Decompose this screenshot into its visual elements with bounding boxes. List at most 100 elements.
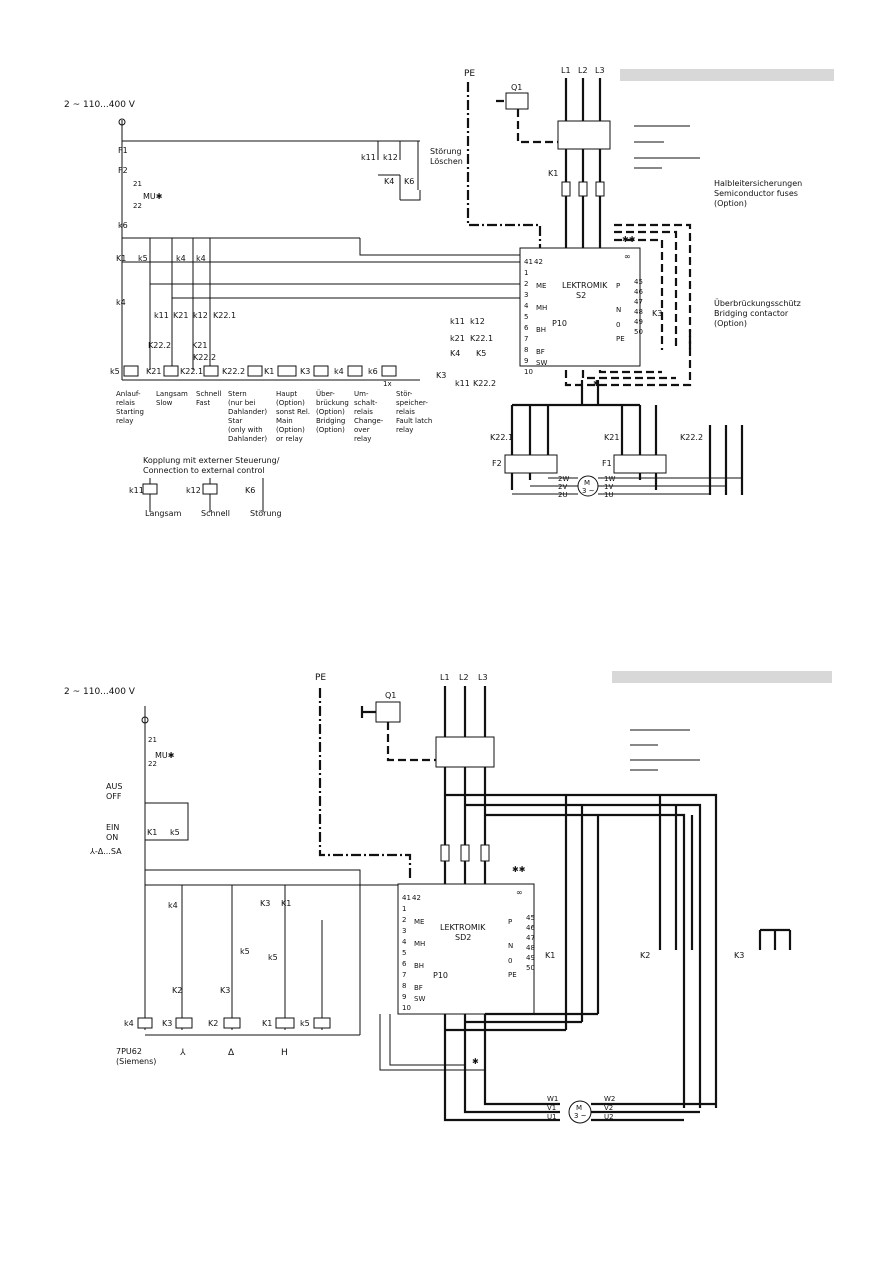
coil-k1 — [277, 365, 297, 377]
svg-text:ON: ON — [106, 833, 118, 842]
svg-text:Q1: Q1 — [511, 83, 522, 92]
svg-text:K1: K1 — [264, 367, 274, 376]
svg-text:k5: k5 — [138, 254, 148, 263]
side-label: P — [616, 282, 620, 290]
pin: 41 — [524, 258, 533, 266]
pin: 42 — [534, 258, 543, 266]
svg-text:⅄: ⅄ — [179, 1048, 186, 1058]
coil-label-de: relais — [354, 408, 373, 416]
svg-text:K22.1: K22.1 — [490, 433, 513, 442]
coil-label-de: (Option) — [316, 408, 345, 416]
svg-text:1W: 1W — [604, 475, 615, 483]
coil-k2-b — [223, 1017, 241, 1029]
svg-text:k5: k5 — [268, 953, 278, 962]
coil-k6 — [381, 365, 397, 377]
side-label: PE — [616, 335, 625, 343]
svg-text:k4: k4 — [116, 298, 126, 307]
side-label: P — [508, 918, 512, 926]
coil-label-de: brückung — [316, 399, 349, 407]
coil-label-en: Starting — [116, 408, 144, 416]
coil-label-de: Anlauf- — [116, 390, 141, 398]
svg-text:✱: ✱ — [472, 1057, 479, 1066]
svg-text:LEKTROMIK: LEKTROMIK — [562, 281, 608, 290]
svg-text:L3: L3 — [478, 673, 488, 682]
coil-label-de: Um- — [354, 390, 369, 398]
svg-text:M: M — [584, 479, 590, 487]
svg-text:✱✱: ✱✱ — [512, 865, 526, 874]
svg-text:V2: V2 — [604, 1104, 613, 1112]
svg-text:2W: 2W — [558, 475, 569, 483]
svg-text:k11: k11 — [455, 379, 470, 388]
right-pin: 47 — [634, 298, 643, 306]
svg-text:K6: K6 — [245, 486, 255, 495]
pin: 2 — [524, 280, 528, 288]
svg-text:k5: k5 — [170, 828, 180, 837]
coil-k3-b — [175, 1017, 193, 1029]
pin: 2 — [402, 916, 406, 924]
svg-text:K3: K3 — [300, 367, 310, 376]
coil-label-en: Star — [228, 417, 242, 425]
coil-label-de: Dahlander) — [228, 408, 267, 416]
coil-label-en: relay — [354, 435, 371, 443]
side-label: N — [616, 306, 621, 314]
svg-text:1V: 1V — [604, 483, 613, 491]
coil-label-en: (Option) — [276, 426, 305, 434]
svg-text:k11: k11 — [450, 317, 465, 326]
coil-k5 — [123, 365, 139, 377]
svg-text:K3: K3 — [260, 899, 270, 908]
pin: 7 — [402, 971, 406, 979]
pin: 42 — [412, 894, 421, 902]
svg-text:F1: F1 — [602, 459, 612, 468]
svg-text:k12: k12 — [470, 317, 485, 326]
svg-text:k21: k21 — [450, 334, 465, 343]
svg-text:W2: W2 — [604, 1095, 615, 1103]
svg-text:W1: W1 — [547, 1095, 558, 1103]
pin: 1 — [402, 905, 406, 913]
coil-k22-2 — [247, 365, 263, 377]
top-controller — [519, 247, 641, 367]
coil-label-de: Haupt — [276, 390, 297, 398]
svg-text:22: 22 — [133, 202, 142, 210]
pin: 41 — [402, 894, 411, 902]
svg-text:K2: K2 — [172, 986, 182, 995]
svg-text:Q1: Q1 — [385, 691, 396, 700]
side-label: PE — [508, 971, 517, 979]
coil-label-en: Bridging — [316, 417, 345, 425]
svg-text:1U: 1U — [604, 491, 614, 499]
svg-text:Connection to external control: Connection to external control — [143, 466, 265, 475]
coil-label-de: relais — [116, 399, 135, 407]
svg-text:F1: F1 — [118, 146, 128, 155]
svg-text:P10: P10 — [433, 971, 448, 980]
right-pin: 45 — [526, 914, 535, 922]
right-pin: 45 — [634, 278, 643, 286]
side-label: N — [508, 942, 513, 950]
svg-text:L3: L3 — [595, 66, 605, 75]
svg-text:U1: U1 — [547, 1113, 557, 1121]
coil-label-de: Schnell — [196, 390, 221, 398]
svg-text:k11: k11 — [154, 311, 169, 320]
svg-text:OFF: OFF — [106, 792, 122, 801]
svg-text:L1: L1 — [561, 66, 571, 75]
pin: 9 — [402, 993, 406, 1001]
coil-label-en: over — [354, 426, 370, 434]
header-bar — [620, 69, 834, 81]
svg-text:k4: k4 — [124, 1019, 134, 1028]
svg-text:✱: ✱ — [593, 379, 600, 388]
svg-text:K21: K21 — [146, 367, 161, 376]
coil-label-de: relais — [396, 408, 415, 416]
coil-label-de: Stör- — [396, 390, 413, 398]
svg-text:MU✱: MU✱ — [143, 192, 163, 201]
svg-text:PE: PE — [464, 69, 475, 79]
svg-text:k4: k4 — [176, 254, 186, 263]
pin: 10 — [524, 368, 533, 376]
svg-text:Störung: Störung — [430, 147, 462, 156]
svg-text:K3: K3 — [220, 986, 230, 995]
coil-label-en: relay — [116, 417, 133, 425]
svg-text:K21: K21 — [604, 433, 619, 442]
coil-k4 — [347, 365, 363, 377]
svg-text:Semiconductor fuses: Semiconductor fuses — [714, 189, 798, 198]
pin: 5 — [402, 949, 406, 957]
